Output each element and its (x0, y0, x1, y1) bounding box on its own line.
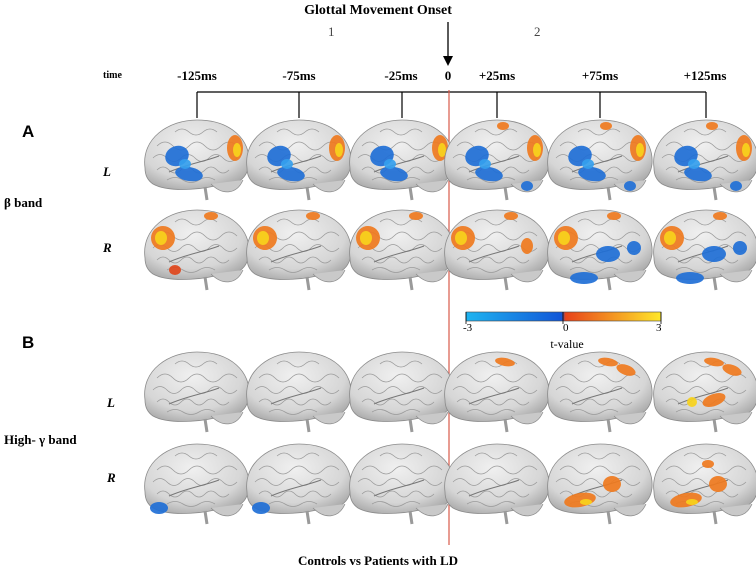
panel-b-label: B (22, 333, 35, 352)
panel-b-band-label: High- γ band (4, 432, 77, 447)
brain-beta-left-3 (349, 119, 455, 201)
brain-beta-right-2 (246, 209, 352, 291)
time-bracket (196, 91, 707, 118)
brain-gamma-left-4 (444, 351, 550, 433)
brain-gamma-left-1 (144, 351, 250, 433)
brain-grid (144, 119, 756, 525)
colorbar-mid-label: 0 (563, 322, 569, 334)
panel-b-right-hemisphere-label: R (107, 470, 116, 485)
panel-a-label: A (22, 122, 35, 141)
time-label-minus-125: -125ms (177, 68, 217, 83)
time-axis-label: time (103, 70, 122, 81)
time-label-plus-75: +75ms (581, 68, 619, 83)
brain-gamma-right-5 (547, 443, 653, 525)
time-label-plus-25: +25ms (478, 68, 516, 83)
phase-1-label: 1 (328, 24, 335, 39)
brain-gamma-right-6 (653, 443, 756, 525)
time-label-plus-125: +125ms (683, 68, 727, 83)
panel-a-left-hemisphere-label: L (103, 164, 111, 179)
figure-caption: Controls vs Patients with LD (297, 553, 459, 568)
brain-beta-right-5 (547, 209, 653, 291)
brain-beta-right-3 (349, 209, 455, 291)
panel-a-band-label: β band (4, 195, 43, 210)
colorbar-min-label: -3 (463, 322, 473, 334)
brain-beta-right-6 (653, 209, 756, 291)
phase-2-label: 2 (534, 24, 541, 39)
panel-a-right-hemisphere-label: R (103, 240, 112, 255)
time-label-zero: 0 (444, 68, 452, 83)
brain-gamma-right-4 (444, 443, 550, 525)
panel-b-left-hemisphere-label: L (107, 395, 115, 410)
time-label-minus-25: -25ms (384, 68, 418, 83)
brain-gamma-right-3 (349, 443, 455, 525)
onset-arrow (443, 22, 453, 66)
brain-beta-left-5 (547, 119, 653, 201)
colorbar-title: t-value (550, 337, 584, 351)
brain-beta-right-4 (444, 209, 550, 291)
brain-beta-left-4 (444, 119, 550, 201)
colorbar-max-label: 3 (656, 322, 662, 334)
brain-beta-right-1 (144, 209, 250, 291)
figure-title: Glottal Movement Onset (304, 3, 452, 18)
brain-gamma-left-6 (653, 351, 756, 433)
colorbar (465, 311, 662, 324)
time-label-minus-75: -75ms (282, 68, 316, 83)
brain-beta-left-2 (246, 119, 352, 201)
brain-gamma-left-2 (246, 351, 352, 433)
brain-gamma-right-1 (144, 443, 250, 525)
brain-beta-left-6 (653, 119, 756, 201)
brain-gamma-left-5 (547, 351, 653, 433)
brain-gamma-left-3 (349, 351, 455, 433)
brain-beta-left-1 (144, 119, 250, 201)
brain-gamma-right-2 (246, 443, 352, 525)
